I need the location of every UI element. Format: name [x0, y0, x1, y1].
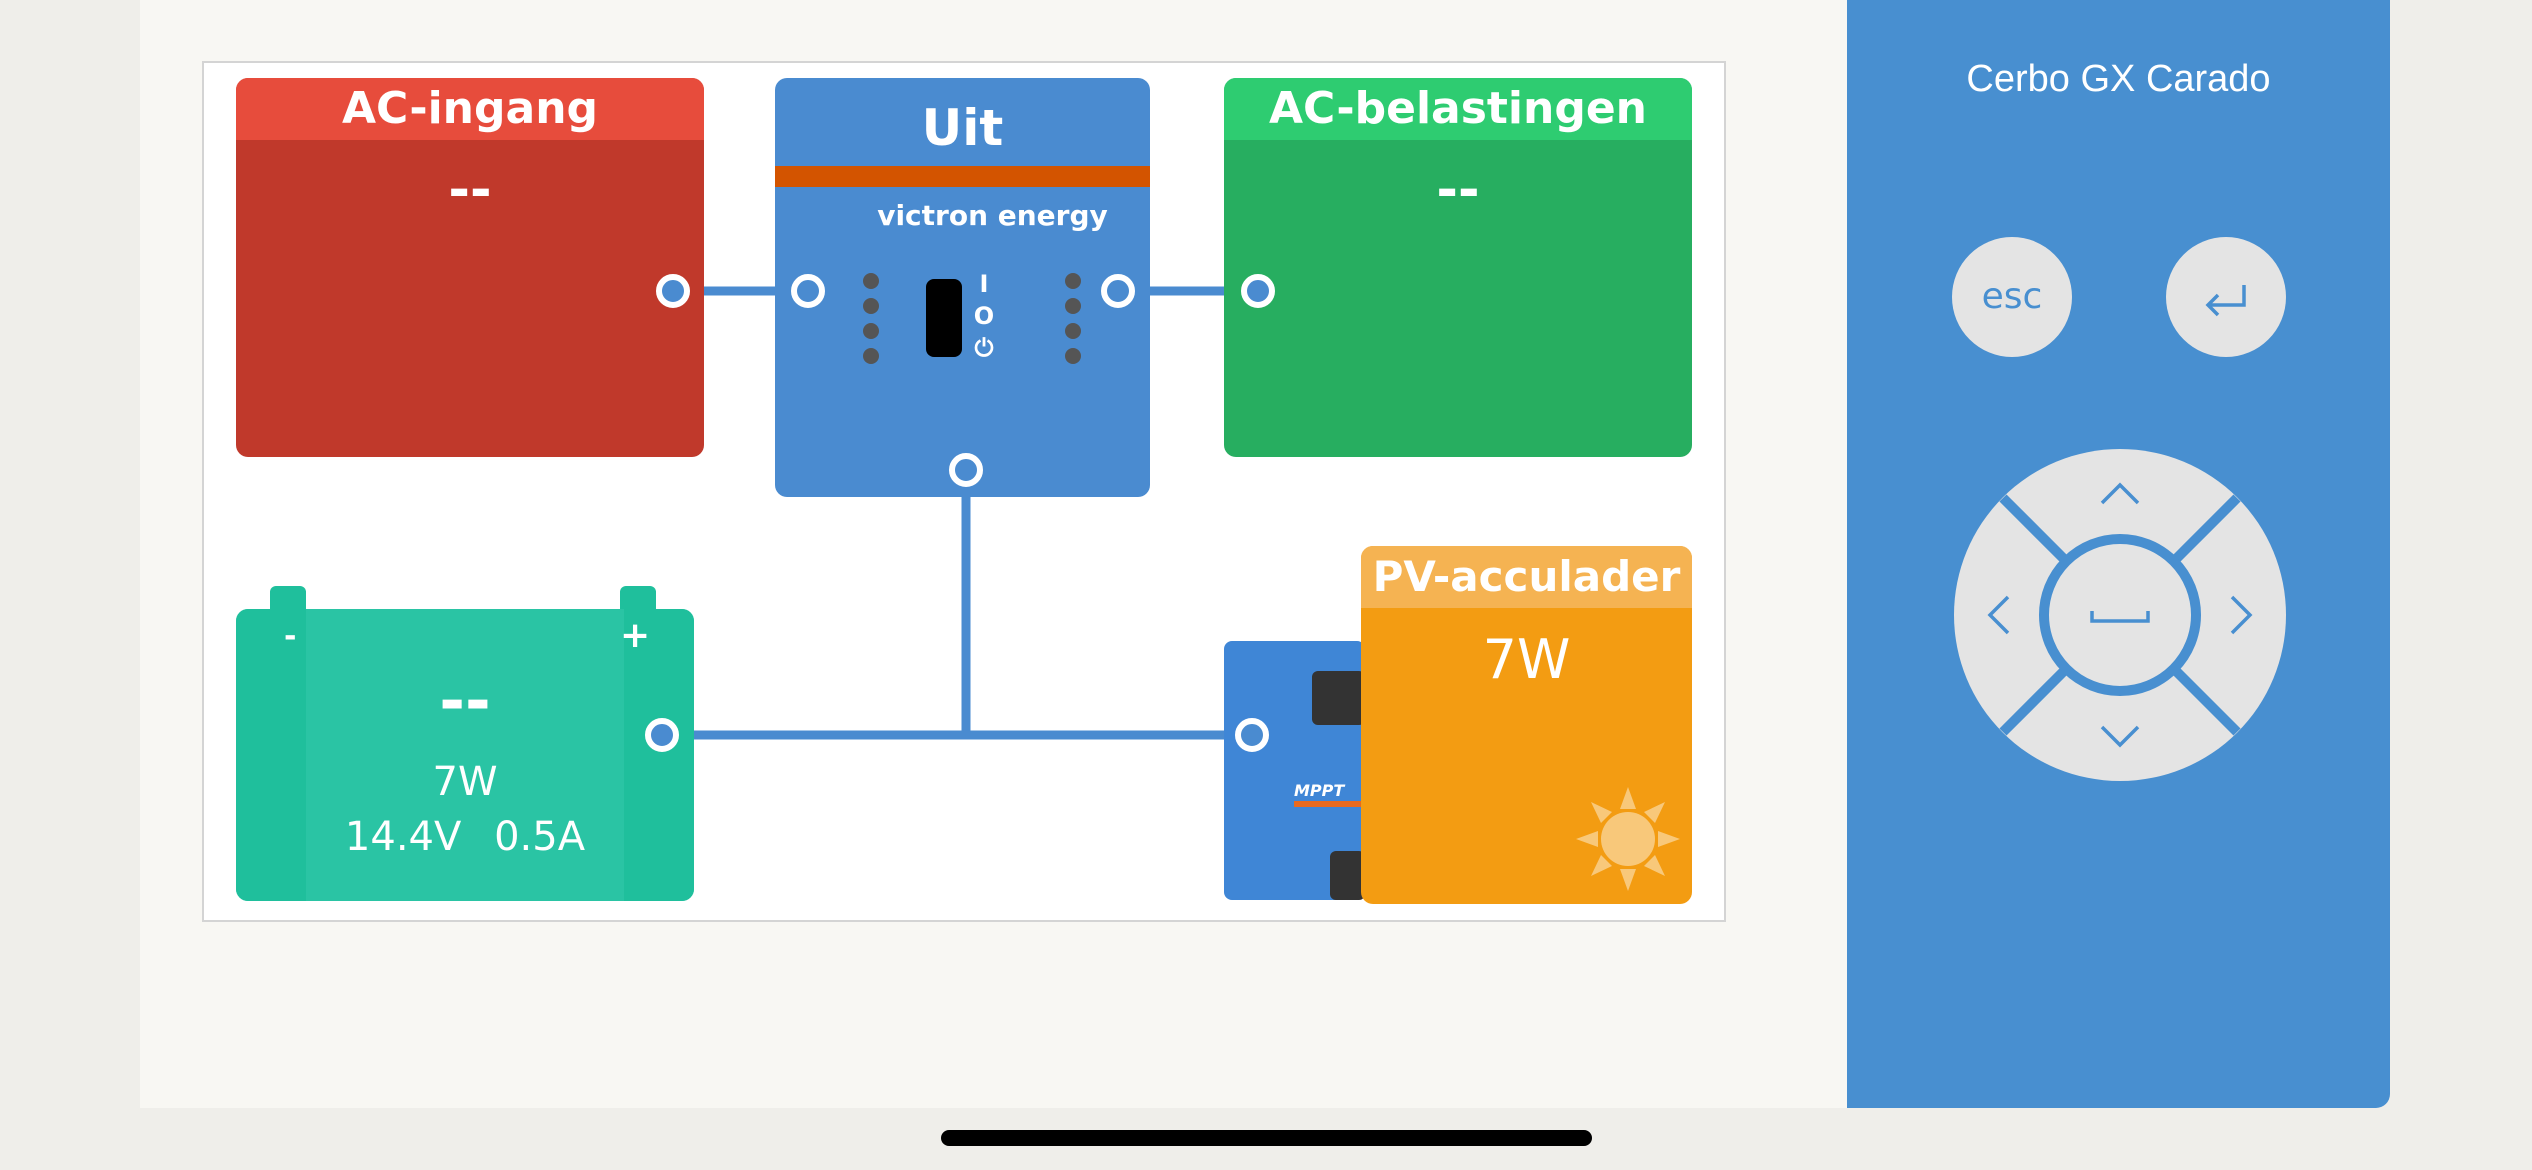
- battery-side-left: [236, 609, 306, 901]
- mppt-device-image: MPPT: [1224, 641, 1365, 900]
- inverter-dc-connector: [949, 453, 983, 487]
- enter-icon: [2205, 285, 2246, 317]
- ac-input-connector: [656, 274, 690, 308]
- home-indicator[interactable]: [941, 1130, 1592, 1146]
- enter-button[interactable]: [2166, 237, 2286, 357]
- battery-side-right: [624, 609, 694, 901]
- power-icon: ⏻: [974, 334, 994, 362]
- sun-icon: [1576, 787, 1680, 891]
- control-panel: Cerbo GX Carado esc: [1847, 0, 2390, 1108]
- battery-terminal-minus: [270, 586, 306, 612]
- dpad-down-icon: [2100, 725, 2140, 748]
- ac-loads-title: AC-belastingen: [1224, 78, 1692, 140]
- switch-labels: I O ⏻: [971, 268, 997, 364]
- battery-connector: [645, 718, 679, 752]
- pv-charger-value: 7W: [1482, 628, 1571, 691]
- battery-terminal-plus: [620, 586, 656, 612]
- mppt-connector: [1235, 718, 1269, 752]
- pv-charger-tile[interactable]: PV-acculader 7W: [1361, 546, 1692, 904]
- esc-button[interactable]: esc: [1952, 237, 2072, 357]
- battery-tile[interactable]: - + -- 7W 14.4V 0.5A: [236, 609, 694, 901]
- victron-logo: victron energy: [877, 199, 1108, 232]
- battery-power: 7W: [432, 759, 498, 805]
- switch-off-label: O: [973, 302, 995, 330]
- pv-charger-title: PV-acculader: [1361, 546, 1692, 608]
- mode-switch[interactable]: [926, 279, 962, 357]
- ac-loads-tile[interactable]: AC-belastingen --: [1224, 78, 1692, 457]
- dpad[interactable]: [1954, 449, 2286, 781]
- ac-loads-connector: [1241, 274, 1275, 308]
- dpad-up-icon: [2100, 482, 2140, 505]
- ac-input-title: AC-ingang: [236, 78, 704, 140]
- dpad-left-icon: [1987, 595, 2010, 635]
- plus-label: +: [620, 615, 651, 656]
- inverter-out-connector: [1101, 274, 1135, 308]
- inverter-state: Uit: [921, 99, 1004, 157]
- battery-readings: 14.4V 0.5A: [236, 814, 694, 860]
- battery-soc: --: [439, 664, 491, 737]
- battery-voltage: 14.4V: [344, 814, 462, 860]
- ac-loads-value: --: [1436, 160, 1480, 220]
- switch-on-label: I: [979, 270, 989, 298]
- led-column-right: [1065, 273, 1081, 364]
- dpad-center-button: [2039, 534, 2201, 696]
- space-icon: [2090, 611, 2150, 623]
- battery-current: 0.5A: [494, 814, 586, 860]
- ac-input-tile[interactable]: AC-ingang --: [236, 78, 704, 457]
- inverter-in-connector: [791, 274, 825, 308]
- dpad-right-icon: [2230, 595, 2253, 635]
- led-column-left: [863, 273, 879, 364]
- inverter-stripe: [775, 166, 1150, 187]
- mppt-label: MPPT: [1294, 781, 1345, 800]
- inverter-tile[interactable]: Uit victron energy I O ⏻: [775, 78, 1150, 497]
- ac-input-value: --: [448, 160, 492, 220]
- minus-label: -: [284, 619, 297, 654]
- device-name: Cerbo GX Carado: [1966, 58, 2271, 100]
